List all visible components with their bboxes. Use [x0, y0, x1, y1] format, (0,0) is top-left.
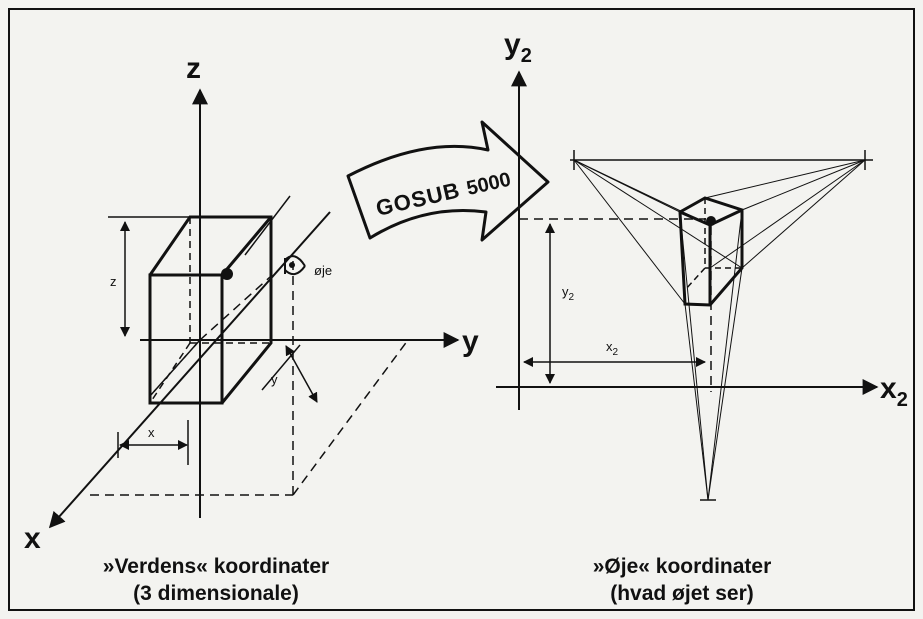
world-caption-line1: »Verdens« koordinater [103, 555, 329, 578]
world-caption-line2: (3 dimensionale) [133, 582, 299, 605]
y2-dimension-label: y2 [562, 284, 575, 303]
z-axis-label: z [186, 52, 201, 85]
x-axis-label: x [24, 522, 41, 555]
eye-caption-line1: »Øje« koordinater [593, 555, 772, 578]
y-axis-label: y [462, 325, 479, 358]
y-dimension [285, 345, 318, 403]
perspective-rays [573, 159, 866, 501]
y2-axis-label: y2 [504, 28, 532, 67]
x-axis [48, 211, 331, 529]
x2-axis-label: x2 [880, 372, 908, 411]
box-solid [148, 215, 273, 405]
y-dimension-guide [261, 344, 301, 391]
gosub-arrow: GOSUB 5000 [346, 120, 550, 242]
floor-plane [90, 260, 409, 496]
x-dimension-label: x [148, 425, 155, 440]
box-hidden-edges [149, 217, 271, 404]
x2-dimension-label: x2 [606, 339, 619, 358]
point-marker [221, 268, 233, 280]
projected-point-marker [706, 216, 716, 226]
box-diagonal-guide [244, 195, 291, 256]
eye-caption-line2: (hvad øjet ser) [610, 582, 754, 605]
perspective-box-hidden [684, 198, 742, 291]
y-dimension-label: y [271, 372, 278, 387]
eye-coordinates-diagram [496, 70, 879, 501]
eye-icon [284, 255, 306, 276]
z-dimension-label: z [110, 274, 117, 289]
world-coordinates-diagram [48, 88, 460, 529]
outer-border [8, 8, 915, 611]
eye-label: øje [314, 263, 332, 278]
